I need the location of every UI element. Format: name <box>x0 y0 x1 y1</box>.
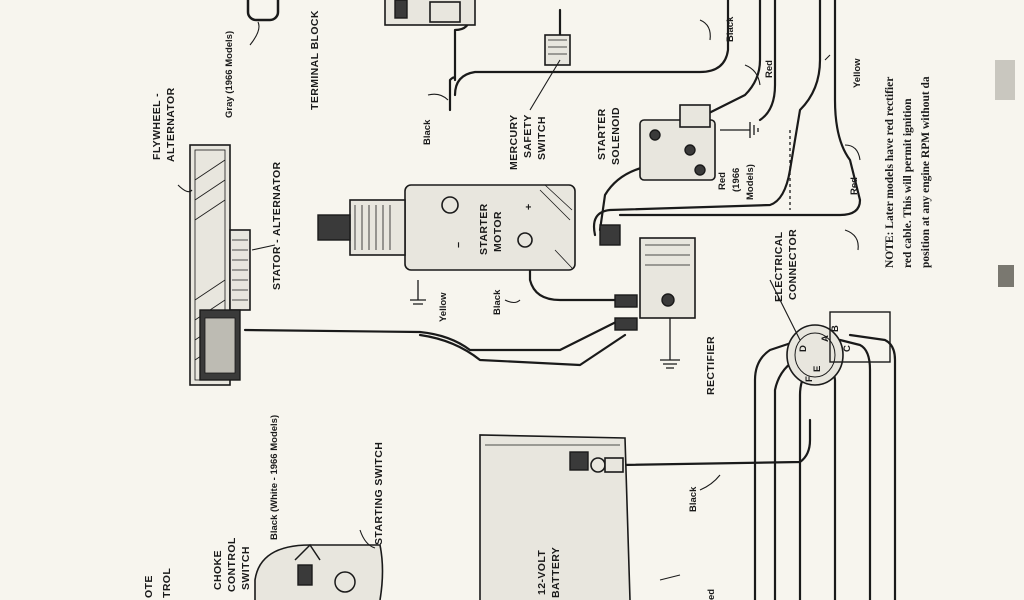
label-starting-switch: STARTING SWITCH <box>373 442 385 545</box>
label-red-1966-2: (1966 <box>731 168 742 192</box>
label-stator: STATOR - ALTERNATOR <box>271 161 283 290</box>
label-terminal-block: TERMINAL BLOCK <box>309 10 321 110</box>
label-pin-e: E <box>812 366 823 372</box>
wire-red-upper <box>703 0 762 117</box>
scan-marks <box>995 60 1015 287</box>
gray-1966-icon <box>246 0 280 22</box>
wire-black-rect <box>528 238 627 302</box>
wire-harness-5 <box>838 338 872 600</box>
choke-switch-box <box>254 543 384 600</box>
label-electrical-connector-2: CONNECTOR <box>787 229 799 300</box>
label-choke-1: CHOKE <box>212 550 224 590</box>
label-mercury-2: SAFETY <box>522 114 534 158</box>
label-pin-d: D <box>798 345 809 352</box>
wire-red-1966 <box>618 0 862 217</box>
wire-harness-1 <box>753 338 802 600</box>
label-black-battery: Black <box>688 486 699 512</box>
terminal-block <box>384 0 571 66</box>
label-motor-minus: − <box>453 241 465 248</box>
wire-battery-black <box>618 418 812 467</box>
label-flywheel-1: FLYWHEEL - <box>151 93 163 160</box>
label-rectifier: RECTIFIER <box>705 336 717 395</box>
wire-yellow-upper <box>592 0 822 237</box>
label-black-white-1966: Black (White - 1966 Models) <box>269 415 280 540</box>
note-line-2: red cable. This will permit ignition <box>902 98 914 268</box>
ground-motor <box>410 299 426 305</box>
starter-motor <box>317 184 576 271</box>
label-gray-1966: Gray (1966 Models) <box>224 31 235 118</box>
wire-harness-6 <box>848 333 897 600</box>
wire-red-upper-2 <box>758 0 777 122</box>
label-pointers <box>177 19 861 581</box>
label-yellow-mid: Yellow <box>438 292 449 322</box>
label-remote-1: OTE <box>143 575 155 598</box>
label-starter-motor-1: STARTER <box>478 203 490 255</box>
rectifier-unit <box>599 224 696 331</box>
label-battery-1: 12-VOLT <box>536 550 548 595</box>
label-pin-c: C <box>842 345 853 352</box>
wire-harness-3 <box>798 358 817 600</box>
labels: Gray (1966 Models) TERMINAL BLOCK FLYWHE… <box>143 10 863 600</box>
label-pin-f: F <box>804 376 815 382</box>
label-red-upper: Red <box>764 60 775 78</box>
label-battery-2: BATTERY <box>550 547 562 598</box>
label-starter-motor-2: MOTOR <box>492 211 504 252</box>
wire-yellow-stator <box>243 318 622 352</box>
flywheel-alternator <box>189 144 251 386</box>
label-electrical-connector-1: ELECTRICAL <box>773 231 785 302</box>
label-black-upper: Black <box>725 16 736 42</box>
label-choke-2: CONTROL <box>226 537 238 592</box>
label-red-1966-3: Models) <box>745 164 756 200</box>
label-red-bottom: ed <box>706 589 717 600</box>
wire-black-motor <box>453 0 730 97</box>
label-remote-2: TROL <box>161 568 173 598</box>
wire-yellow-stator-2 <box>418 333 627 367</box>
label-flywheel-2: ALTERNATOR <box>165 87 177 162</box>
label-red-1966-1: Red <box>717 172 728 190</box>
note-line-3: position at any engine RPM without da <box>920 76 932 268</box>
ground-rect <box>660 359 680 369</box>
ground-sol <box>749 122 759 138</box>
battery-box <box>479 434 631 600</box>
label-starter-solenoid-2: SOLENOID <box>610 107 622 165</box>
label-mercury-3: SWITCH <box>536 116 548 160</box>
label-pin-a: A <box>820 335 831 342</box>
label-black-mid: Black <box>492 289 503 315</box>
starter-solenoid <box>639 104 716 181</box>
electrical-connector <box>786 311 891 386</box>
label-yellow-upper: Yellow <box>852 58 863 88</box>
label-motor-plus: + <box>523 203 535 210</box>
wire-harness-4 <box>828 343 837 600</box>
note-line-1: NOTE: Later models have red rectifier <box>884 77 896 268</box>
label-black-top: Black <box>422 119 433 145</box>
label-mercury-1: MERCURY <box>508 115 520 171</box>
label-starter-solenoid-1: STARTER <box>596 108 608 160</box>
label-choke-3: SWITCH <box>240 546 252 590</box>
label-red-lower: Red <box>849 177 860 195</box>
label-pin-b: B <box>830 325 841 332</box>
note-block: NOTE: Later models have red rectifier re… <box>884 76 932 268</box>
